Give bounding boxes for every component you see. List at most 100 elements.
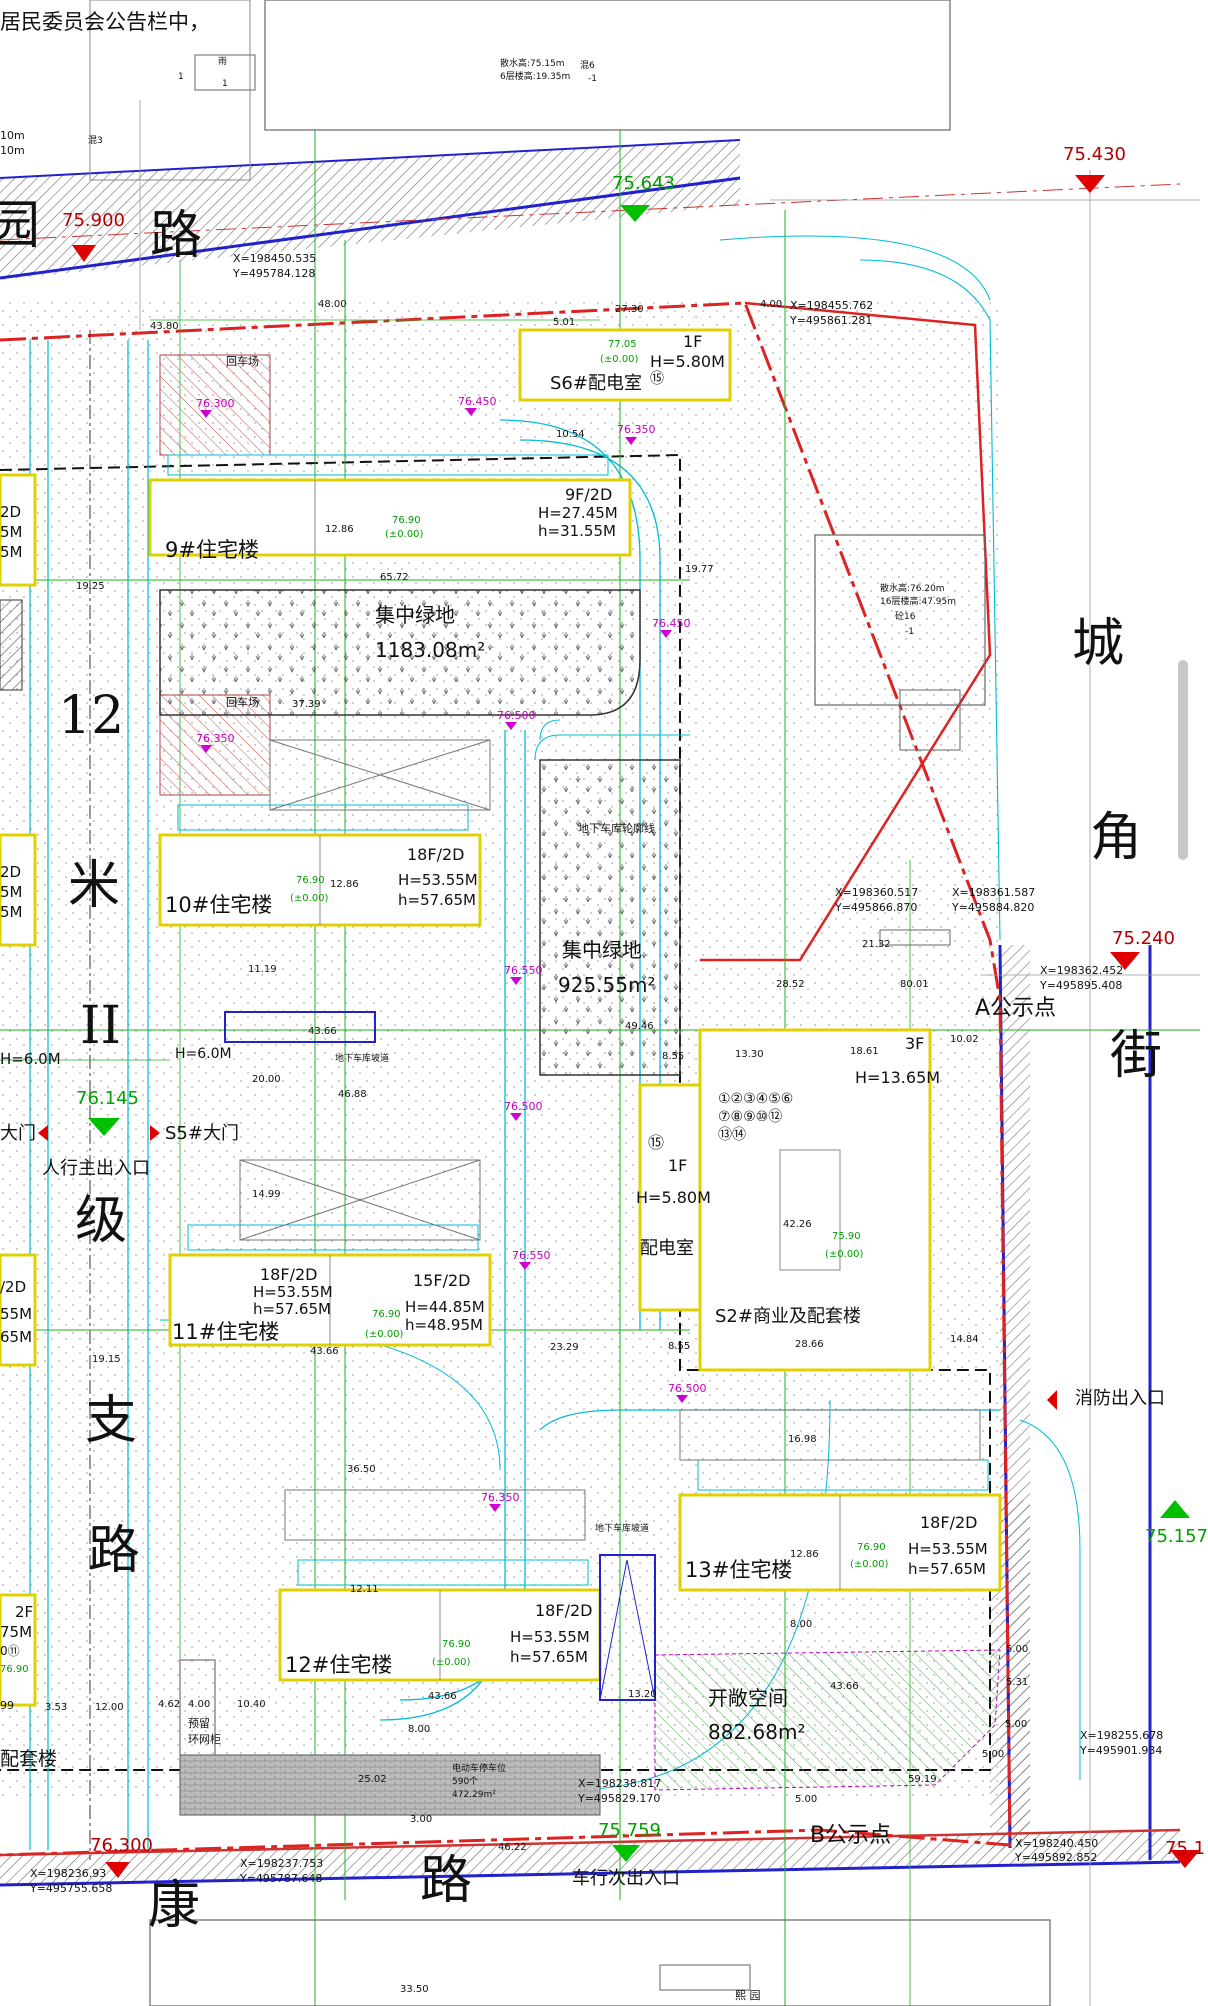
west-partial-14: 99 — [0, 1699, 14, 1712]
s6-level: 77.05 — [608, 339, 637, 350]
dim-39: 3.53 — [45, 1702, 68, 1713]
b12-name: 12#住宅楼 — [285, 1653, 393, 1677]
notice-b-label: B公示点 — [810, 1823, 892, 1848]
existing-top-sub: -1 — [588, 74, 597, 84]
west-partial-15: 配套楼 — [0, 1748, 58, 1770]
dim-51: 5.31 — [1006, 1677, 1029, 1688]
b11-level: 76.90 — [372, 1309, 401, 1320]
green1-area: 1183.08m² — [375, 638, 486, 662]
scrollbar[interactable] — [1178, 660, 1188, 860]
dim-8: 19.25 — [76, 581, 105, 592]
open-space-name: 开敞空间 — [708, 1686, 788, 1710]
dim-14: 43.66 — [308, 1026, 337, 1037]
coord-5-y: Y=495895.408 — [1040, 979, 1123, 992]
dim-41: 4.62 — [158, 1699, 181, 1710]
dim-37: 12.11 — [350, 1584, 379, 1595]
b11-floors-a: 18F/2D — [260, 1265, 318, 1284]
coord-10-x: X=198236.93 — [30, 1867, 107, 1880]
road-west-char-5: 支 — [85, 1391, 138, 1451]
open-space-area: 882.68m² — [708, 1720, 806, 1744]
existing-top-line-1: 散水高:75.15m — [500, 59, 565, 69]
dim-49: 43.66 — [830, 1681, 859, 1692]
dim-56: 5.00 — [1005, 1719, 1028, 1730]
road-east-char-1: 城 — [1072, 614, 1125, 674]
s2-name: S2#商业及配套楼 — [715, 1306, 861, 1327]
s2-nums-1: ①②③④⑤⑥ — [718, 1091, 794, 1107]
b13-zero: (±0.00) — [850, 1559, 889, 1570]
west-partial-4: 2D — [0, 863, 22, 881]
dim-25: 42.26 — [783, 1219, 812, 1230]
elev-m-10: 76.500 — [668, 1382, 707, 1395]
dim-36: 8.00 — [790, 1619, 813, 1630]
coord-9-x: X=198237.753 — [240, 1857, 324, 1870]
b9-level: 76.90 — [392, 515, 421, 526]
b9-floors: 9F/2D — [565, 485, 613, 504]
dim-18: 8.55 — [662, 1051, 685, 1062]
dim-33: 36.50 — [347, 1464, 376, 1475]
existing-east-line-2: 16层楼高:47.95m — [880, 597, 957, 607]
green2-area: 925.55m² — [558, 973, 656, 997]
s6-num: ⑮ — [650, 371, 664, 387]
b11-name: 11#住宅楼 — [172, 1320, 280, 1344]
b12-H: H=53.55M — [510, 1628, 590, 1646]
pdr-height: H=5.80M — [636, 1188, 711, 1207]
b13-name: 13#住宅楼 — [685, 1558, 793, 1582]
dim-23: 80.01 — [900, 979, 929, 990]
header-text: 居民委员会公告栏中， — [0, 10, 210, 34]
elev-m-5: 76.500 — [497, 709, 536, 722]
west-partial-12: 0⑪ — [0, 1644, 20, 1658]
green1-name: 集中绿地 — [375, 603, 455, 627]
b13-h: h=57.65M — [908, 1560, 986, 1578]
dim-21: 10.02 — [950, 1034, 979, 1045]
west-partial-6: 5M — [0, 903, 23, 921]
elev-sw: 76.300 — [90, 1835, 153, 1856]
existing-top-label: 混6 — [580, 61, 595, 71]
dim-28: 8.55 — [668, 1341, 691, 1352]
dim-31: 19.15 — [92, 1354, 121, 1365]
road-west-char-3: II — [80, 996, 122, 1056]
coord-1-x: X=198450.535 — [233, 252, 317, 265]
b12-floors: 18F/2D — [535, 1601, 593, 1620]
dim-7: 43.80 — [150, 321, 179, 332]
coord-3-y: Y=495866.870 — [835, 901, 918, 914]
dim-40: 12.00 — [95, 1702, 124, 1713]
dim-46: 3.00 — [410, 1814, 433, 1825]
s2-nums-2: ⑦⑧⑨⑩⑫ — [718, 1109, 783, 1125]
coord-10-y: Y=495755.658 — [30, 1882, 113, 1895]
west-partial-11: 75M — [0, 1623, 33, 1641]
dim-20: 18.61 — [850, 1046, 879, 1057]
dim-55: 33.50 — [400, 1984, 429, 1995]
west-partial-3: 5M — [0, 543, 23, 561]
ebike-area: 472.29m² — [452, 1790, 496, 1800]
b9-name: 9#住宅楼 — [165, 538, 259, 562]
west-partial-13: 76.90 — [0, 1664, 29, 1675]
dim-16: 46.88 — [338, 1089, 367, 1100]
west-partial-5: 5M — [0, 883, 23, 901]
b12-h: h=57.65M — [510, 1648, 588, 1666]
b12-level: 76.90 — [442, 1639, 471, 1650]
coord-4-y: Y=495884.820 — [952, 901, 1035, 914]
s6-floors: 1F — [683, 332, 703, 351]
road-east-char-3: 街 — [1110, 1026, 1163, 1086]
dim-27: 14.84 — [950, 1334, 979, 1345]
b10-floors: 18F/2D — [407, 845, 465, 864]
dim-48: 13.20 — [628, 1689, 657, 1700]
dim-42: 4.00 — [188, 1699, 211, 1710]
b10-H: H=53.55M — [398, 871, 478, 889]
dim-38: 43.66 — [428, 1691, 457, 1702]
road-north-char-2: 路 — [150, 206, 203, 266]
west-partial-7: /2D — [0, 1278, 27, 1296]
dim-45: 25.02 — [358, 1774, 387, 1785]
coord-7-y: Y=495892.852 — [1015, 1851, 1098, 1864]
dim-1: 27.30 — [615, 304, 644, 315]
coord-5-x: X=198362.452 — [1040, 964, 1124, 977]
fire-entrance-label: 消防出入口 — [1075, 1388, 1165, 1409]
b13-H: H=53.55M — [908, 1540, 988, 1558]
elev-m-2: 76.450 — [458, 395, 497, 408]
s5-gate-label: S5#大门 — [165, 1123, 239, 1144]
coord-4-x: X=198361.587 — [952, 886, 1036, 899]
b13-level: 76.90 — [857, 1542, 886, 1553]
existing-east-label: 砼16 — [895, 612, 916, 622]
car-entrance-label: 车行次出入口 — [572, 1868, 680, 1889]
road-south-char-1: 康 — [148, 1876, 201, 1936]
